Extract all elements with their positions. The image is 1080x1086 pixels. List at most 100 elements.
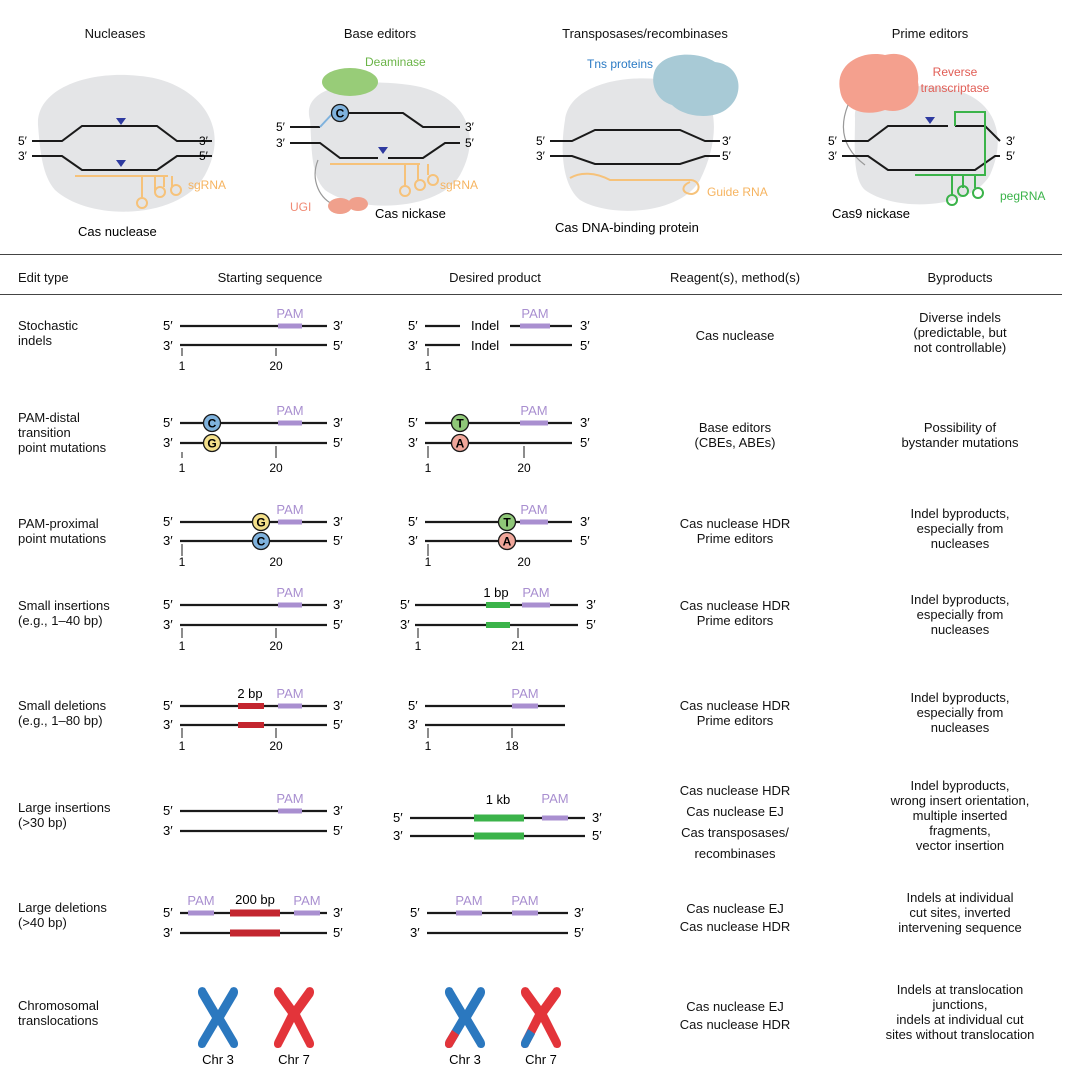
svg-text:5′: 5′: [574, 925, 584, 940]
svg-text:3′: 3′: [333, 905, 343, 920]
indel-label: Indel: [471, 318, 499, 333]
base-c-label: C: [336, 107, 345, 121]
svg-text:20: 20: [269, 639, 283, 653]
svg-text:1: 1: [415, 639, 422, 653]
row1-product: 5′ 3′ PAM T A 3′ 5′ 1 20: [408, 403, 590, 475]
row6-start: 5′ 3′ PAM 200 bp PAM 3′ 5′: [163, 892, 343, 940]
pam-label: PAM: [276, 791, 303, 806]
header-desired-product: Desired product: [449, 270, 541, 285]
chr7-label: Chr 7: [278, 1052, 310, 1067]
row4-product: 5′ 3′ PAM 1 18: [408, 686, 565, 753]
dna-bottom-strand: [290, 142, 460, 159]
chr7-blue-segment: [520, 1029, 535, 1049]
row1-start: 5′ 3′ PAM C G 3′ 5′ 1 20: [163, 403, 343, 475]
edit-type-cell: Large insertions(>30 bp): [18, 800, 111, 830]
svg-text:18: 18: [505, 739, 519, 753]
svg-text:3′: 3′: [408, 338, 418, 353]
svg-text:1: 1: [179, 555, 186, 569]
svg-text:5′: 5′: [333, 533, 343, 548]
svg-text:5′: 5′: [408, 698, 418, 713]
cas-binding-protein: [562, 78, 714, 211]
row0-product: 5′ 3′ PAM Indel Indel 3′ 5′ 1: [408, 306, 590, 373]
edit-type-cell: Large deletions(>40 bp): [18, 900, 107, 930]
reagents-cell: Cas nuclease: [695, 328, 775, 343]
pam-label: PAM: [293, 893, 320, 908]
svg-text:5′: 5′: [163, 905, 173, 920]
chromosome-7: [273, 987, 315, 1049]
svg-text:3′: 3′: [580, 514, 590, 529]
cut-marker-top: [116, 118, 126, 125]
pam-label: PAM: [276, 502, 303, 517]
row3-product: 5′ 3′ 1 bp PAM 3′ 5′ 1 21: [400, 585, 596, 653]
cas-nuclease-protein: [37, 74, 215, 212]
svg-text:3′: 3′: [333, 318, 343, 333]
svg-text:3′: 3′: [1006, 134, 1016, 148]
svg-text:1: 1: [179, 739, 186, 753]
pam-label: PAM: [521, 306, 548, 321]
svg-text:5′: 5′: [163, 415, 173, 430]
nick-marker: [925, 117, 935, 124]
svg-text:5′: 5′: [333, 925, 343, 940]
pam-label: PAM: [187, 893, 214, 908]
three-prime-label: 3′: [18, 149, 28, 163]
pam-label: PAM: [541, 791, 568, 806]
svg-text:3′: 3′: [536, 149, 546, 163]
svg-text:5′: 5′: [592, 828, 602, 843]
svg-text:5′: 5′: [333, 823, 343, 838]
sgrna: [330, 163, 429, 186]
table-header-rule: [0, 294, 1062, 295]
base-a-circle: [497, 531, 517, 551]
dna-top-strand: [550, 129, 720, 142]
deletion-size-label: 2 bp: [237, 686, 262, 701]
svg-text:5′: 5′: [163, 514, 173, 529]
svg-text:T: T: [456, 417, 464, 431]
svg-text:G: G: [256, 516, 265, 530]
deaminase-label: Deaminase: [365, 55, 426, 69]
nick-marker: [378, 147, 388, 154]
tns-label: Tns proteins: [587, 57, 653, 71]
svg-text:1: 1: [425, 739, 432, 753]
insert-size-label: 1 bp: [483, 585, 508, 600]
svg-text:3′: 3′: [408, 435, 418, 450]
chr7-label: Chr 7: [525, 1052, 557, 1067]
pam-label: PAM: [276, 306, 303, 321]
svg-text:5′: 5′: [163, 597, 173, 612]
dna-bottom-strand: [842, 155, 1000, 171]
svg-text:5′: 5′: [580, 435, 590, 450]
svg-text:1: 1: [425, 461, 432, 475]
chr3-label: Chr 3: [202, 1052, 234, 1067]
base-t-circle: [497, 512, 517, 532]
svg-text:3′: 3′: [592, 810, 602, 825]
row7-product: Chr 3 Chr 7: [444, 987, 562, 1067]
pam-label: PAM: [511, 893, 538, 908]
sgrna-label: sgRNA: [440, 178, 478, 192]
base-t-circle: [450, 413, 470, 433]
pegrna-label: pegRNA: [1000, 189, 1045, 203]
svg-text:5′: 5′: [828, 134, 838, 148]
svg-text:5′: 5′: [163, 803, 173, 818]
guide-rna: [569, 172, 700, 196]
svg-text:3′: 3′: [580, 318, 590, 333]
ugi-label: UGI: [290, 200, 311, 214]
ugi-protein: [328, 198, 352, 214]
pam-label: PAM: [276, 585, 303, 600]
svg-text:5′: 5′: [276, 120, 286, 134]
svg-text:5′: 5′: [333, 338, 343, 353]
svg-text:3′: 3′: [580, 415, 590, 430]
svg-text:3′: 3′: [410, 925, 420, 940]
svg-text:5′: 5′: [408, 514, 418, 529]
svg-text:3′: 3′: [400, 617, 410, 632]
edit-type-cell: Small deletions(e.g., 1–80 bp): [18, 698, 107, 728]
svg-text:5′: 5′: [400, 597, 410, 612]
byproducts-cell: Indel byproducts,wrong insert orientatio…: [890, 778, 1030, 853]
